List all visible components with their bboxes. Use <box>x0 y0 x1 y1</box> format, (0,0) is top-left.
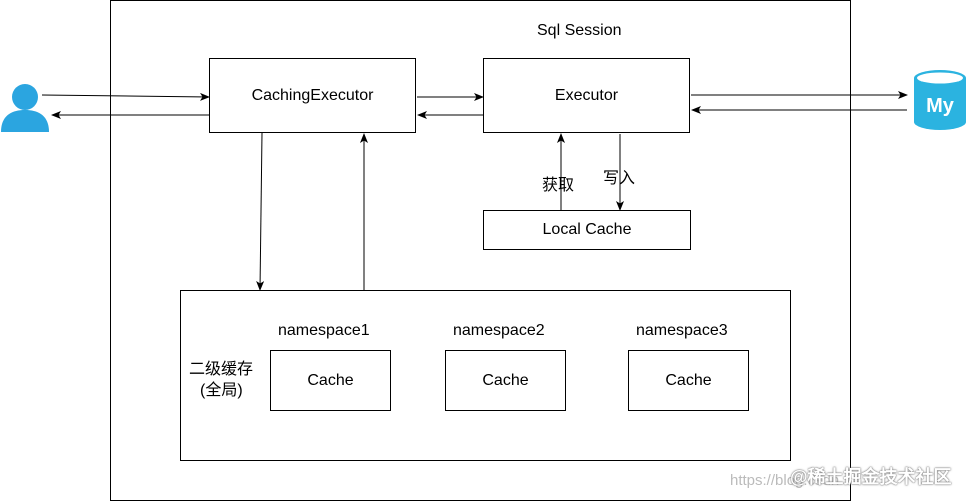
database-label: My <box>926 95 955 117</box>
watermark-brand: @稀土掘金技术社区 <box>790 467 952 487</box>
mysql-database-icon: My <box>914 70 966 130</box>
second-level-cache-label: 二级缓存 <box>189 361 254 378</box>
user-to-caching-executor-arrow <box>41 92 210 101</box>
namespace3-cache-box: Cache <box>628 350 749 411</box>
second-level-cache-scope: (全局) <box>200 382 243 399</box>
user-icon <box>1 84 49 132</box>
namespace1-cache-box: Cache <box>270 350 391 411</box>
watermark-url: https://blog.csdn <box>730 472 840 489</box>
write-arrow-label: 写入 <box>603 170 636 187</box>
sql-session-title: Sql Session <box>537 22 622 39</box>
local-cache-box: Local Cache <box>483 210 691 250</box>
caching-executor-box: CachingExecutor <box>209 58 416 133</box>
namespace2-cache-box: Cache <box>445 350 566 411</box>
namespace3-label: namespace3 <box>636 322 728 339</box>
namespace2-label: namespace2 <box>453 322 545 339</box>
get-arrow-label: 获取 <box>542 177 575 194</box>
caching-executor-to-second-level-arrow <box>256 132 265 291</box>
namespace1-label: namespace1 <box>278 322 370 339</box>
